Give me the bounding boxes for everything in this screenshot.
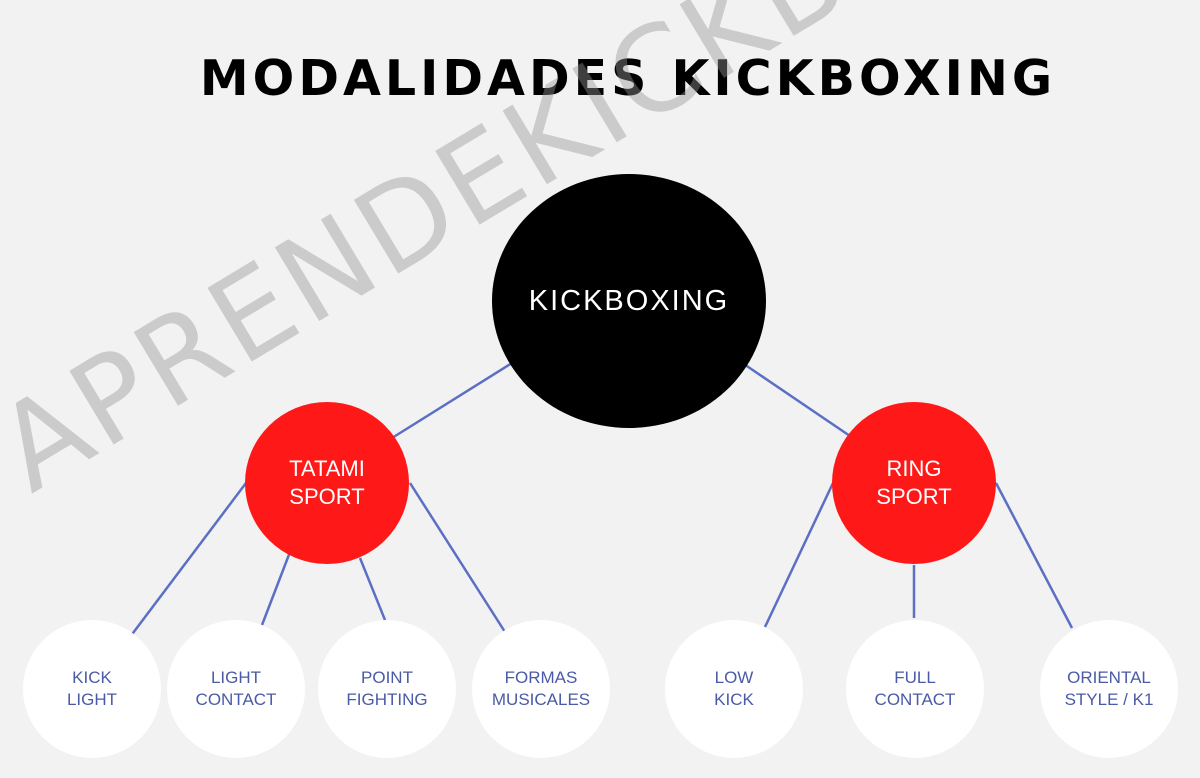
tatami-sport-label: TATAMI SPORT (289, 456, 365, 509)
low-kick-label: LOW KICK (714, 668, 754, 709)
connector-ring-low-kick (763, 482, 835, 628)
connector-tatami-light-contact (260, 551, 292, 626)
connector-ring-oriental-style (994, 482, 1074, 629)
connector-root-tatami (391, 356, 521, 440)
light-contact-label: LIGHT CONTACT (195, 668, 277, 709)
connector-tatami-point-fighting (358, 557, 387, 621)
kick-light-label: KICK LIGHT (66, 668, 118, 709)
kickboxing-label: KICKBOXING (528, 284, 730, 317)
ring-sport-label: RING SPORT (876, 456, 952, 509)
oriental-style-label: ORIENTAL STYLE / K1 (1064, 668, 1154, 709)
tatami-sport-node: TATAMI SPORT (245, 402, 409, 564)
low-kick-node: LOW KICK (665, 620, 803, 758)
connector-tatami-kick-light (129, 482, 247, 638)
light-contact-node: LIGHT CONTACT (167, 620, 305, 758)
point-fighting-node: POINT FIGHTING (318, 620, 456, 758)
point-fighting-label: POINT FIGHTING (346, 668, 428, 709)
diagram-title: MODALIDADES KICKBOXING (199, 50, 1057, 107)
ring-sport-node: RING SPORT (832, 402, 996, 564)
oriental-style-node: ORIENTAL STYLE / K1 (1040, 620, 1178, 758)
kick-light-node: KICK LIGHT (23, 620, 161, 758)
formas-musicales-label: FORMAS MUSICALES (491, 668, 591, 709)
formas-musicales-node: FORMAS MUSICALES (472, 620, 610, 758)
full-contact-node: FULL CONTACT (846, 620, 984, 758)
connector-root-ring (734, 356, 851, 438)
full-contact-label: FULL CONTACT (874, 668, 956, 709)
connector-tatami-formas-musicales (408, 482, 507, 633)
kickboxing-node: KICKBOXING (492, 174, 766, 428)
